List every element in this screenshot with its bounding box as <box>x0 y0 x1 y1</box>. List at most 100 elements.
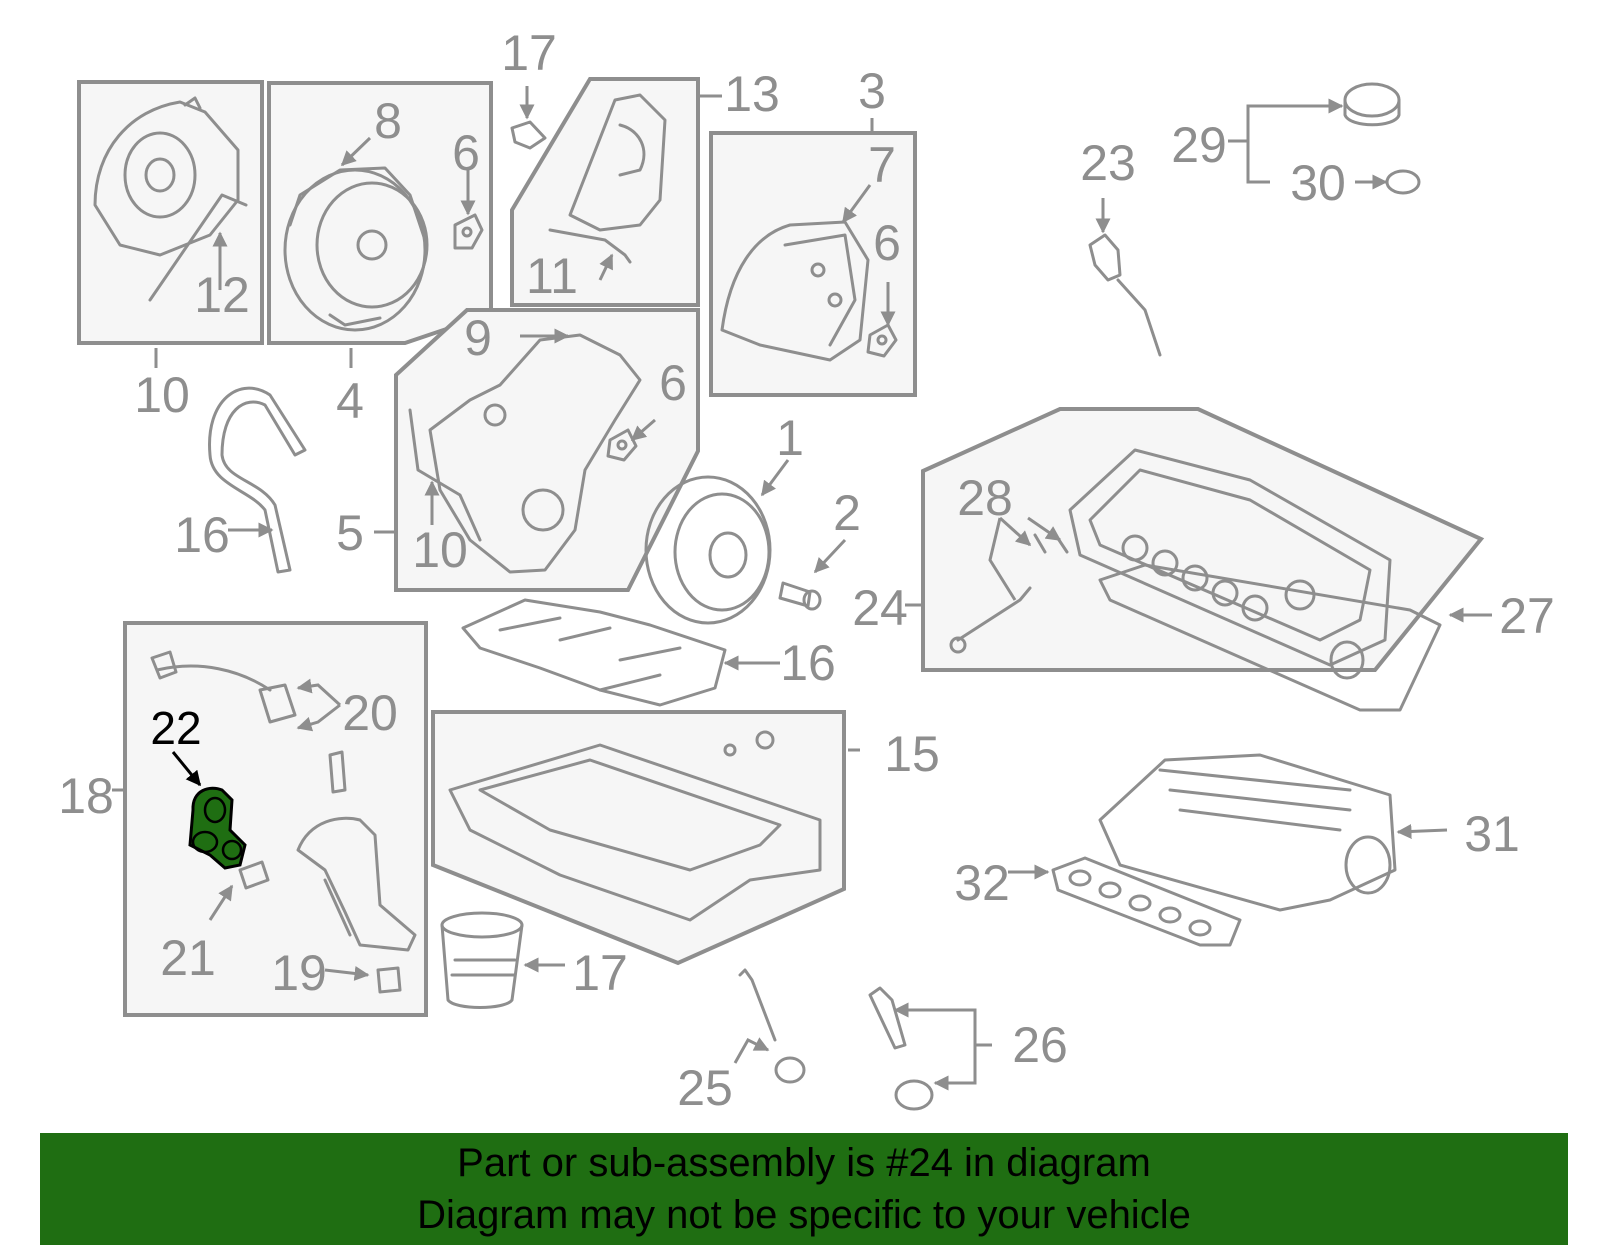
panel-front-cover <box>709 131 917 397</box>
part-29-gasket <box>1098 563 1442 712</box>
label-9: 9 <box>464 310 492 366</box>
label-18: 16 <box>780 635 836 691</box>
part-15-sensor <box>510 120 547 150</box>
label-12: 10 <box>134 367 190 423</box>
panel-valve-cover <box>921 407 1485 672</box>
label-8: 8 <box>374 93 402 149</box>
part-drain-bolt <box>738 968 806 1084</box>
label-2: 2 <box>833 485 861 541</box>
info-banner: Part or sub-assembly is #24 in diagram D… <box>40 1133 1568 1245</box>
label-33: 31 <box>1464 806 1520 862</box>
label-22: 20 <box>342 685 398 741</box>
leader-22b <box>296 703 341 732</box>
part-6-bracket-c <box>606 428 638 462</box>
panel-oil-pump <box>123 621 428 1017</box>
label-17: 15 <box>884 726 940 782</box>
label-16: 16 <box>174 507 230 563</box>
part-upper-cover <box>548 93 667 264</box>
callout-labels: 17 13 3 8 6 7 6 23 29 30 12 11 9 10 4 6 … <box>58 25 1555 1116</box>
label-14: 12 <box>194 267 250 323</box>
leader-33 <box>1396 823 1448 839</box>
leader-6c <box>630 418 656 442</box>
label-34: 32 <box>954 855 1010 911</box>
label-23: 21 <box>160 930 216 986</box>
part-timing-belt <box>208 386 307 574</box>
label-5: 5 <box>336 505 364 561</box>
label-4: 4 <box>336 373 364 429</box>
part-dipstick <box>1088 233 1162 357</box>
label-31: 29 <box>1171 117 1227 173</box>
leader-28a <box>893 1002 977 1045</box>
leader-21 <box>324 965 370 981</box>
part-oil-seal <box>1385 169 1421 195</box>
leader-24-highlighted <box>171 751 202 787</box>
label-6c: 6 <box>659 355 687 411</box>
label-19: 17 <box>572 945 628 1001</box>
part-21-plug <box>376 966 402 994</box>
part-24-gasket-highlighted <box>188 786 247 870</box>
label-21: 19 <box>271 945 327 1001</box>
banner-line-1: Part or sub-assembly is #24 in diagram <box>457 1141 1151 1185</box>
part-2-bolt <box>778 581 822 611</box>
label-24-highlighted: 22 <box>150 702 201 754</box>
label-28: 26 <box>1012 1017 1068 1073</box>
part-intake-gasket <box>1051 856 1242 947</box>
leader-31b <box>1246 141 1270 184</box>
part-22-sensor-small <box>328 750 347 794</box>
leader-1 <box>760 459 790 497</box>
label-3: 3 <box>858 63 886 119</box>
part-6-bracket-a <box>453 213 484 250</box>
panel-upper-cover <box>510 77 700 307</box>
leader-30b <box>1027 516 1062 542</box>
part-6-bracket-b <box>866 323 898 358</box>
label-10: 10 <box>412 522 468 578</box>
label-1: 1 <box>776 410 804 466</box>
leader-7 <box>841 184 872 224</box>
label-25: 23 <box>1080 135 1136 191</box>
label-11: 13 <box>724 66 780 122</box>
leader-30a <box>998 516 1032 547</box>
leader-23 <box>208 884 234 921</box>
leader-8 <box>340 136 372 167</box>
part-oil-pan <box>448 730 822 922</box>
leader-13 <box>598 253 614 281</box>
part-14-rod <box>148 193 248 302</box>
banner-line-2: Diagram may not be specific to your vehi… <box>417 1193 1191 1237</box>
panel-timing-back-cover <box>77 80 264 345</box>
part-front-cover <box>720 220 870 362</box>
part-oil-filter <box>440 911 524 1009</box>
label-6a: 6 <box>452 125 480 181</box>
part-oil-cap <box>1343 82 1401 127</box>
label-20: 18 <box>58 768 114 824</box>
part-back-cover <box>93 96 240 257</box>
leader-31 <box>1228 98 1344 143</box>
leader-28b <box>933 1045 977 1091</box>
leader-22a <box>296 678 342 707</box>
part-intake-gasket-ports <box>1068 869 1212 937</box>
leader-30c <box>988 517 1017 601</box>
part-23-relief-valve <box>238 860 270 890</box>
leader-lines <box>112 86 1492 1091</box>
part-baffle-plate <box>461 598 727 707</box>
label-7: 7 <box>868 137 896 193</box>
part-oil-pressure-switch <box>150 650 297 724</box>
label-26: 24 <box>852 580 908 636</box>
label-29: 27 <box>1499 588 1555 644</box>
part-bolt-28 <box>868 986 934 1111</box>
label-30: 28 <box>957 470 1013 526</box>
part-oil-pump-body <box>296 816 417 952</box>
label-15: 17 <box>501 25 557 81</box>
part-baffle-detail <box>498 616 682 692</box>
label-27: 25 <box>677 1060 733 1116</box>
label-13: 11 <box>526 248 578 304</box>
label-6b: 6 <box>873 215 901 271</box>
leader-27 <box>733 1037 770 1064</box>
part-water-pump <box>283 166 429 332</box>
part-crank-pulley <box>644 475 772 625</box>
leader-2 <box>813 538 847 574</box>
panel-oil-pan <box>431 710 846 966</box>
label-32: 30 <box>1290 155 1346 211</box>
part-intake-manifold <box>1098 753 1397 912</box>
